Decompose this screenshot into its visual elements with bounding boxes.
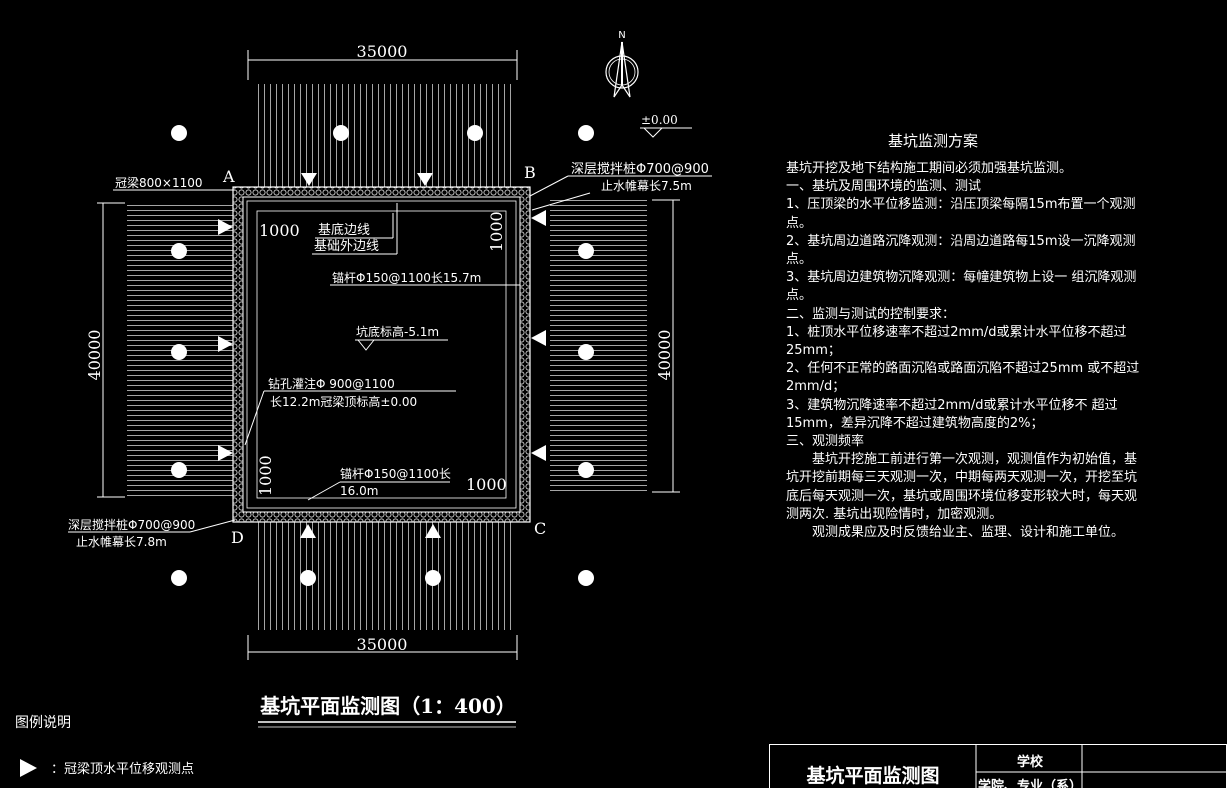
note-anchor-bottom-1: 锚杆Φ150@1100长 [340,466,451,481]
dim-right-height: 40000 [655,330,674,381]
displacement-point-icon [218,336,233,352]
note-foundation-edge: 基础外边线 [314,239,379,254]
corner-b: B [524,163,536,182]
settlement-point [578,125,594,141]
settlement-point [171,243,187,259]
notes-block: 基坑开挖及地下结构施工期间必须加强基坑监测。 一、基坑及周围环境的监测、测试 1… [786,160,1146,542]
legend-item: ：冠梁顶水平位移观测点 [20,758,194,777]
note-anchor-bottom-2: 16.0m [340,484,378,498]
offset-bottom-right: 1000 [466,475,507,494]
legend-item-label: ：冠梁顶水平位移观测点 [51,762,195,777]
dim-top-width: 35000 [357,42,408,61]
pit-wall [232,186,531,523]
notes-line: 基坑开挖施工前进行第一次观测，观测值作为初始值，基坑开挖前期每三天观测一次，中期… [786,452,1138,522]
settlement-point [578,462,594,478]
displacement-point-icon [425,524,441,538]
settlement-point [171,462,187,478]
dim-left-height: 40000 [85,330,104,381]
displacement-point-icon [531,445,546,461]
leader-lines [68,175,712,533]
note-mixing-pile-top-2: 止水帷幕长7.5m [601,178,692,193]
settlement-point [300,570,316,586]
notes-line: 基坑开挖及地下结构施工期间必须加强基坑监测。 [786,161,1073,176]
offset-top-right: 1000 [487,211,506,252]
settlement-point [425,570,441,586]
notes-line: 3、建筑物沉降速率不超过2mm/d或累计水平位移不 超过15mm，差异沉降不超过… [786,397,1118,431]
dim-bottom-width: 35000 [357,635,408,654]
note-bored-pile-1: 钻孔灌注Φ 900@1100 [268,376,395,391]
displacement-point-icon [218,445,233,461]
note-pit-bottom: 坑底标高-5.1m [356,324,439,339]
settlement-points [171,125,594,586]
title-block-dept: 学院、专业（系） [978,778,1082,788]
settlement-point [171,125,187,141]
settlement-point [578,243,594,259]
displacement-point-icon [301,173,317,186]
note-bored-pile-2: 长12.2m冠梁顶标高±0.00 [270,394,417,409]
displacement-point-icon [300,524,316,538]
notes-title: 基坑监测方案 [888,132,979,150]
displacement-point-icon [417,173,433,186]
notes-line: 1、压顶梁的水平位移监测：沿压顶梁每隔15m布置一个观测点。 [786,197,1136,231]
displacement-point-icon [20,758,37,777]
corner-d: D [231,528,244,547]
title-block-drawing-name: 基坑平面监测图 [805,764,939,787]
settlement-point [467,125,483,141]
title-block-school: 学校 [1017,754,1044,770]
note-crown-beam: 冠梁800×1100 [115,175,203,190]
offset-top-left: 1000 [259,221,300,240]
notes-line: 2、任何不正常的路面沉陷或路面沉陷不超过25mm 或不超过2mm/d； [786,361,1140,395]
settlement-point [171,570,187,586]
settlement-point [333,125,349,141]
displacement-points [218,173,546,538]
note-mixing-pile-top-1: 深层搅拌桩Φ700@900 [571,161,709,177]
settlement-point [578,344,594,360]
north-arrow-icon [605,41,639,98]
displacement-point-icon [218,219,233,235]
settlement-point [578,570,594,586]
notes-line: 一、基坑及周围环境的监测、测试 [786,179,982,195]
note-mixing-pile-bottom-1: 深层搅拌桩Φ700@900 [68,517,195,532]
notes-line: 二、监测与测试的控制要求： [786,306,956,322]
notes-line: 观测成果应及时反馈给业主、监理、设计和施工单位。 [786,525,1125,541]
ground-hatching [127,84,647,630]
plan-title: 基坑平面监测图（1：400） [260,694,516,718]
displacement-point-icon [531,330,546,346]
notes-line: 1、桩顶水平位移速率不超过2mm/d或累计水平位移不超过25mm； [786,324,1127,359]
note-mixing-pile-bottom-2: 止水帷幕长7.8m [76,534,167,549]
offset-bottom-left: 1000 [256,455,275,496]
legend-title: 图例说明 [15,715,71,731]
notes-line: 3、基坑周边建筑物沉降观测：每幢建筑物上设一 组沉降观测点。 [786,270,1137,304]
dimension-lines [97,50,680,660]
settlement-point [171,344,187,360]
corner-a: A [222,167,235,186]
corner-c: C [534,519,546,538]
displacement-point-icon [531,210,546,226]
north-label: N [618,30,625,41]
note-pit-edge: 基底边线 [318,222,370,238]
elevation-symbol [640,127,692,138]
notes-line: 三、观测频率 [786,434,865,450]
notes-line: 2、基坑周边道路沉降观测：沿周边道路每15m设一沉降观测点。 [786,233,1136,268]
elevation-mark: ±0.00 [641,113,678,127]
note-anchor-top: 锚杆Φ150@1100长15.7m [332,270,481,285]
